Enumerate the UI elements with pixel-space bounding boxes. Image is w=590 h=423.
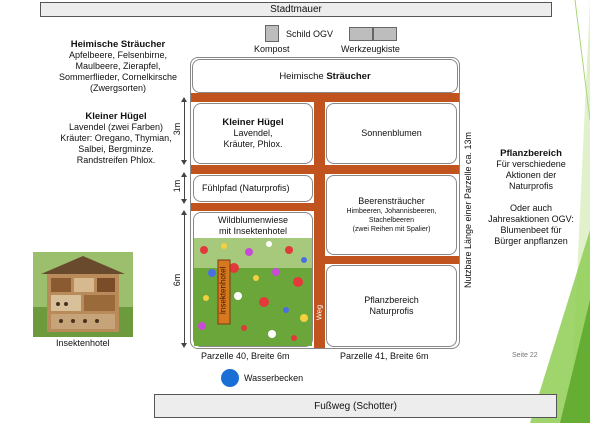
note-pflanzbereich: Pflanzbereich Für verschiedene Aktionen …: [476, 148, 586, 247]
bed-line: (zwei Reihen mit Spalier): [352, 226, 431, 233]
bed-title: Sonnenblumen: [361, 128, 422, 138]
bed-heimische-straeucher: Heimische Sträucher: [192, 59, 458, 93]
bed-line: Pflanzbereich: [364, 295, 419, 305]
insektenhotel-vertical-label: Insektenhotel: [218, 266, 228, 315]
bed-line: Kräuter, Phlox.: [223, 139, 283, 149]
note-title: Kleiner Hügel: [85, 111, 147, 122]
note-line: Jahresaktionen OGV:: [488, 214, 574, 224]
bed-title: Beerensträucher: [358, 196, 425, 206]
bed-line: Wildblumenwiese: [217, 215, 289, 225]
note-line: Oder auch: [509, 203, 553, 213]
fussweg-bar: Fußweg (Schotter): [154, 394, 557, 418]
note-line: Maulbeere, Zierapfel,: [75, 61, 161, 71]
bed-line: Naturprofis: [369, 306, 414, 316]
kompost-label: Kompost: [254, 44, 290, 54]
decorative-green-shapes: [530, 0, 590, 423]
parzelle-41-label: Parzelle 41, Breite 6m: [340, 351, 429, 361]
note-line: Randstreifen Phlox.: [76, 155, 156, 165]
bed-beerenstraeucher: Beerensträucher Himbeeren, Johannisbeere…: [326, 175, 457, 255]
dim-arrow-up-icon: [181, 172, 187, 177]
path-vertical: [314, 93, 325, 348]
note-line: Lavendel (zwei Farben): [68, 122, 164, 132]
path-horizontal-1: [191, 93, 459, 102]
dim-arrow-up-icon: [181, 210, 187, 215]
stadtmauer-bar: Stadtmauer: [40, 2, 552, 17]
note-line: Naturprofis: [508, 181, 553, 191]
path-horizontal-3: [191, 203, 316, 211]
bed-title: Kleiner Hügel: [222, 117, 284, 128]
werkzeugkiste-label: Werkzeugkiste: [341, 44, 400, 54]
dim-line-1m: [184, 175, 185, 201]
note-line: Für verschiedene: [496, 159, 566, 169]
bed-heimische-prefix: Heimische: [279, 70, 327, 82]
note-line: Blumenbeet für: [500, 225, 562, 235]
note-heimische-straeucher: Heimische Sträucher Apfelbeere, Felsenbi…: [38, 39, 198, 94]
dim-arrow-down-icon: [181, 343, 187, 348]
note-title: Pflanzbereich: [500, 148, 562, 159]
wasserbecken-icon: [221, 369, 239, 387]
dim-line-6m: [184, 213, 185, 345]
note-line: Aktionen der: [505, 170, 557, 180]
weg-label: Weg: [314, 304, 324, 321]
kompost-box: [265, 25, 279, 42]
slide-number: Seite 22: [512, 352, 538, 359]
dim-label-6m: 6m: [172, 273, 182, 287]
bed-sonnenblumen: Sonnenblumen: [326, 103, 457, 164]
bed-heimische-bold: Sträucher: [326, 70, 371, 82]
insektenhotel-photo: [33, 252, 133, 337]
note-title: Heimische Sträucher: [70, 39, 166, 50]
length-label: Nutzbare Länge einer Parzelle ca. 13m: [463, 131, 473, 289]
dim-arrow-down-icon: [181, 199, 187, 204]
note-line: Bürger anpflanzen: [494, 236, 568, 246]
path-horizontal-4: [323, 256, 459, 264]
note-line: Kräuter: Oregano, Thymian,: [60, 133, 172, 143]
wildflower-image: [194, 238, 312, 346]
note-line: [476, 192, 586, 203]
werkzeugkiste-box-2: [373, 27, 397, 41]
path-horizontal-2: [191, 165, 459, 174]
bed-line: mit Insektenhotel: [218, 226, 288, 236]
bed-line: Stachelbeeren: [368, 217, 415, 224]
wasserbecken-label: Wasserbecken: [244, 373, 304, 383]
schild-label: Schild OGV: [286, 29, 334, 39]
bed-line: Himbeeren, Johannisbeeren,: [346, 208, 437, 215]
dim-label-3m: 3m: [172, 122, 182, 136]
insektenhotel-caption: Insektenhotel: [56, 338, 110, 348]
dim-arrow-down-icon: [181, 160, 187, 165]
bed-kleiner-huegel: Kleiner Hügel Lavendel, Kräuter, Phlox.: [193, 103, 313, 164]
bed-fuehlpfad: Fühlpfad (Naturprofis): [193, 175, 313, 202]
bed-line: Lavendel,: [233, 128, 273, 138]
dim-arrow-up-icon: [181, 97, 187, 102]
werkzeugkiste-box-1: [349, 27, 373, 41]
note-kleiner-huegel: Kleiner Hügel Lavendel (zwei Farben) Krä…: [36, 111, 196, 166]
note-line: (Zwergsorten): [89, 83, 146, 93]
note-line: Sommerflieder, Cornelkirsche: [58, 72, 178, 82]
parzelle-40-label: Parzelle 40, Breite 6m: [201, 351, 290, 361]
dim-label-1m: 1m: [172, 179, 182, 193]
bed-pflanzbereich: Pflanzbereich Naturprofis: [326, 265, 457, 347]
note-line: Apfelbeere, Felsenbirne,: [68, 50, 168, 60]
note-line: Salbei, Bergminze.: [78, 144, 154, 154]
bed-title: Fühlpfad (Naturprofis): [202, 183, 290, 193]
dim-line-3m: [184, 100, 185, 162]
